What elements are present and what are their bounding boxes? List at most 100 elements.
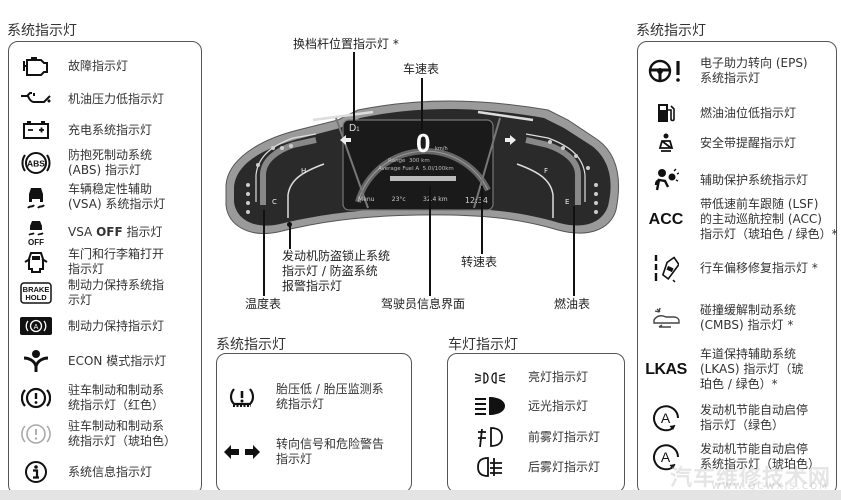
list-item-oil-pressure: 机油压力低指示灯 [16, 89, 164, 109]
econ-icon [16, 349, 56, 373]
parking-brake-amber-icon [16, 421, 56, 447]
leader-line [353, 52, 355, 122]
battery-icon [16, 120, 56, 140]
vsa-icon [16, 184, 56, 210]
leader-line [573, 206, 575, 296]
item-label: 电子助力转向 (EPS) 系统指示灯 [700, 56, 808, 85]
leader-line [263, 210, 265, 296]
callout-driver-info: 驾驶员信息界面 [381, 297, 466, 311]
avg-fuel-readout: Average Fuel A 5.0l/100km [378, 166, 454, 172]
leader-line [421, 78, 423, 130]
item-label: 安全带提醒指示灯 [700, 135, 797, 150]
lkas-icon: LKAS [645, 360, 687, 378]
list-item-auto-idle-stop-amber: A 发动机节能自动启停 系统指示灯（琥珀色） [644, 442, 820, 472]
svg-text:ABS: ABS [27, 159, 45, 169]
lights-panel-title: 车灯指示灯 [448, 337, 518, 353]
callout-tachometer: 转速表 [461, 255, 498, 269]
callout-speedometer: 车速表 [403, 62, 440, 76]
bottom-center-indicator-panel [216, 353, 412, 493]
item-label: 驻车制动和制动系 统指示灯（红色） [68, 383, 165, 412]
list-item-parking-brake-amber: 驻车制动和制动系 统指示灯（琥珀色） [16, 419, 176, 449]
fuel-economy-bar [390, 176, 456, 181]
callout-immobilizer: 发动机防盗锁止系统 指示灯 / 防盗系统 报警指示灯 [282, 249, 391, 293]
abs-icon: ABS [16, 148, 56, 178]
item-label: 制动力保持指示灯 [68, 318, 165, 333]
item-label: 后雾灯指示灯 [528, 459, 601, 474]
item-label: 碰撞缓解制动系统 (CMBS) 指示灯 * [700, 303, 797, 332]
temp-hot-label: H [301, 167, 307, 175]
item-label: 转向信号和危险警告 指示灯 [276, 437, 385, 466]
list-item-eps: 电子助力转向 (EPS) 系统指示灯 [644, 56, 808, 86]
list-item-abs: ABS 防抱死制动系统 (ABS) 指示灯 [16, 148, 152, 178]
auto-idle-stop-amber-icon: A [644, 442, 688, 472]
list-item-econ: ECON 模式指示灯 [16, 349, 166, 373]
cmbs-icon [644, 306, 688, 330]
list-item-vsa-off: OFF VSA OFF 指示灯 [16, 218, 163, 246]
leader-dot [287, 222, 292, 227]
list-item-rear-fog: 后雾灯指示灯 [470, 456, 600, 478]
item-label: 车门和行李箱打开 指示灯 [68, 247, 165, 276]
item-label: 系统信息指示灯 [68, 464, 153, 479]
callout-fuel: 燃油表 [554, 297, 591, 311]
vsa-off-icon: OFF [16, 218, 56, 246]
auto-brake-hold-icon: A [16, 317, 56, 335]
seatbelt-icon [644, 133, 688, 153]
item-label: 充电系统指示灯 [68, 122, 153, 137]
list-item-turn-signal: 转向信号和危险警告 指示灯 [222, 437, 384, 467]
list-item-cmbs: 碰撞缓解制动系统 (CMBS) 指示灯 * [644, 303, 796, 333]
list-item-auto-idle-stop-green: A 发动机节能自动启停 指示灯（绿色） [644, 403, 808, 433]
item-label: 带低速前车跟随 (LSF) 的主动巡航控制 (ACC) 指示灯（琥珀色 / 绿色… [700, 197, 838, 241]
bottom-center-panel-title: 系统指示灯 [216, 337, 286, 353]
leader-line [429, 186, 431, 296]
acc-icon: ACC [648, 210, 684, 228]
airbag-icon [644, 168, 688, 192]
list-item-lkas: LKAS 车道保持辅助系统 (LKAS) 指示灯（琥 珀色 / 绿色）* [644, 347, 803, 392]
fuel-full-label: F [544, 167, 549, 175]
list-item-acc: ACC 带低速前车跟随 (LSF) 的主动巡航控制 (ACC) 指示灯（琥珀色 … [644, 197, 838, 242]
auto-idle-stop-green-icon: A [644, 403, 688, 433]
bottom-strip [0, 490, 841, 500]
leader-line [481, 186, 483, 254]
list-item-check-engine: 故障指示灯 [16, 55, 128, 77]
list-item-position-lights: 亮灯指示灯 [470, 370, 588, 385]
fuel-low-icon [644, 102, 688, 124]
list-item-front-fog: 前雾灯指示灯 [470, 426, 600, 448]
item-label: 车辆稳定性辅助 (VSA) 系统指示灯 [68, 182, 166, 211]
info-icon [16, 460, 56, 484]
svg-text:HOLD: HOLD [25, 293, 47, 302]
front-fog-icon [470, 426, 510, 448]
item-label: ECON 模式指示灯 [68, 353, 167, 368]
list-item-high-beam: 远光指示灯 [470, 396, 588, 416]
item-label: 发动机节能自动启停 指示灯（绿色） [700, 403, 809, 432]
item-label: 车道保持辅助系统 (LKAS) 指示灯（琥 珀色 / 绿色）* [700, 347, 804, 391]
high-beam-icon [470, 396, 510, 416]
instrument-cluster: D1 0 km/h Range 300 km Average Fuel A 5.… [218, 90, 624, 245]
list-item-lane-departure: 行车偏移修复指示灯 * [644, 253, 818, 283]
door-open-icon [16, 250, 56, 274]
list-item-seatbelt: 安全带提醒指示灯 [644, 133, 796, 153]
speed-readout: 0 [416, 128, 431, 158]
list-item-tpms: 胎压低 / 胎压监测系 统指示灯 [222, 382, 384, 412]
oil-pressure-icon [16, 89, 56, 109]
item-label: 防抱死制动系统 (ABS) 指示灯 [68, 148, 153, 177]
item-label: 辅助保护系统指示灯 [700, 172, 809, 187]
list-item-auto-brake-hold: A 制动力保持指示灯 [16, 317, 164, 335]
check-engine-icon [16, 55, 56, 77]
item-label: 亮灯指示灯 [528, 370, 589, 384]
list-item-door-open: 车门和行李箱打开 指示灯 [16, 247, 164, 277]
left-panel-title: 系统指示灯 [7, 23, 77, 39]
list-item-parking-brake-red: 驻车制动和制动系 统指示灯（红色） [16, 383, 164, 413]
svg-text:OFF: OFF [28, 238, 44, 246]
list-item-airbag: 辅助保护系统指示灯 [644, 168, 808, 192]
parking-brake-red-icon [16, 385, 56, 411]
item-label: 发动机节能自动启停 系统指示灯（琥珀色） [700, 442, 821, 471]
leader-line [289, 225, 291, 249]
list-item-info: 系统信息指示灯 [16, 460, 152, 484]
eps-steering-icon [644, 58, 688, 84]
callout-shift-position: 换档杆位置指示灯 * [293, 37, 399, 51]
item-label: 故障指示灯 [68, 58, 129, 73]
rear-fog-icon [470, 456, 510, 478]
svg-text:A: A [661, 410, 671, 426]
